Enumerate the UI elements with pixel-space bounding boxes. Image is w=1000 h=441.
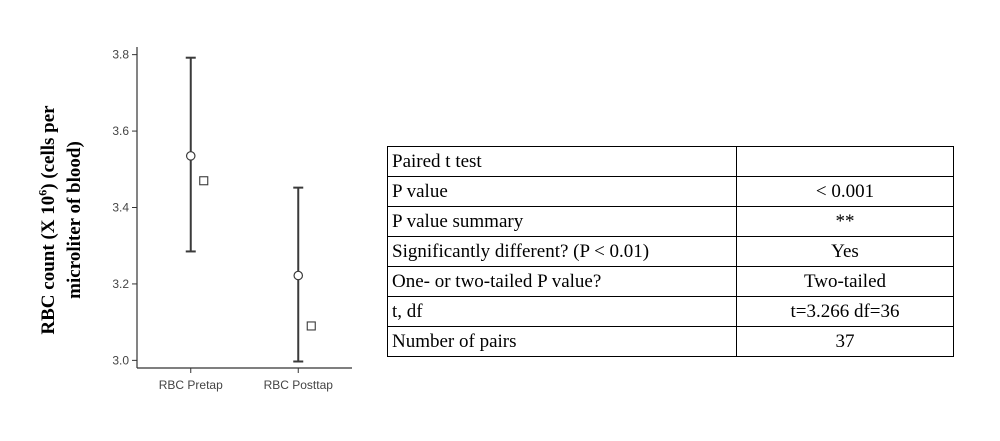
row-value bbox=[736, 146, 954, 177]
table-row: One- or two-tailed P value? Two-tailed bbox=[387, 266, 954, 297]
row-label: Number of pairs bbox=[387, 326, 737, 357]
row-value: 37 bbox=[736, 326, 954, 357]
row-value: < 0.001 bbox=[736, 176, 954, 207]
row-label: Paired t test bbox=[387, 146, 737, 177]
table-row: Paired t test bbox=[387, 146, 954, 177]
row-label: One- or two-tailed P value? bbox=[387, 266, 737, 297]
y-tick-label: 3.6 bbox=[112, 124, 129, 138]
row-value: ** bbox=[736, 206, 954, 237]
table-row: Significantly different? (P < 0.01) Yes bbox=[387, 236, 954, 267]
x-tick-label: RBC Pretap bbox=[159, 378, 223, 392]
table-row: P value < 0.001 bbox=[387, 176, 954, 207]
row-label: Significantly different? (P < 0.01) bbox=[387, 236, 737, 267]
row-label: P value summary bbox=[387, 206, 737, 237]
median-point bbox=[199, 176, 209, 186]
y-tick-label: 3.2 bbox=[112, 277, 129, 291]
paired-t-test-table: Paired t test P value < 0.001 P value su… bbox=[387, 146, 954, 357]
table-row: P value summary ** bbox=[387, 206, 954, 237]
row-value: Yes bbox=[736, 236, 954, 267]
y-tick-label: 3.4 bbox=[112, 201, 129, 215]
table-row: Number of pairs 37 bbox=[387, 326, 954, 357]
row-label: P value bbox=[387, 176, 737, 207]
mean-point bbox=[293, 270, 304, 281]
row-value: Two-tailed bbox=[736, 266, 954, 297]
y-tick-label: 3.0 bbox=[112, 353, 129, 367]
median-point bbox=[306, 321, 316, 331]
row-value: t=3.266 df=36 bbox=[736, 296, 954, 327]
mean-point bbox=[185, 151, 196, 161]
x-tick-label: RBC Posttap bbox=[264, 378, 334, 392]
table-row: t, df t=3.266 df=36 bbox=[387, 296, 954, 327]
y-tick-label: 3.8 bbox=[112, 48, 129, 62]
row-label: t, df bbox=[387, 296, 737, 327]
